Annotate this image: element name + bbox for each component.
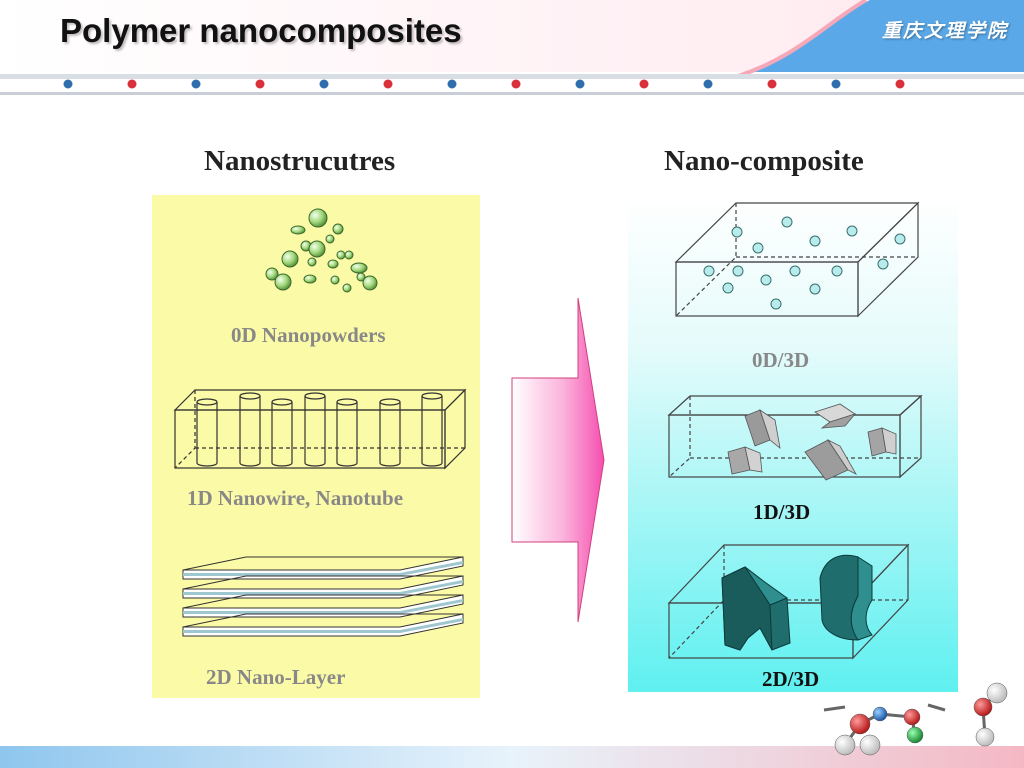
nano-layer: [182, 613, 464, 637]
label-0d-nanopowders: 0D Nanopowders: [231, 323, 386, 347]
slide-title: Polymer nanocomposites: [60, 12, 462, 49]
header-dot: [511, 79, 521, 89]
header-dot: [575, 79, 585, 89]
right-panel-background: [628, 195, 958, 692]
nanotube-cylinders: [196, 392, 443, 467]
label-1d-nanowire: 1D Nanowire, Nanotube: [187, 486, 404, 510]
nanotube-cylinder: [304, 392, 326, 467]
header-dot: [639, 79, 649, 89]
header-dot-row: [63, 79, 905, 89]
nanotube-cylinder: [379, 398, 401, 467]
header-dot: [127, 79, 137, 89]
nano-layer-stack: [182, 556, 464, 637]
process-arrow: [511, 297, 605, 623]
composite-1d-box: [667, 394, 923, 479]
nanotube-cylinder: [336, 398, 358, 467]
composite-0d-particles: [703, 216, 906, 310]
header-dot: [191, 79, 201, 89]
label-1d-3d: 1D/3D: [753, 500, 811, 524]
nanostructures-heading: Nanostrucutres: [204, 145, 396, 177]
header-dot: [447, 79, 457, 89]
header-dot: [831, 79, 841, 89]
nano-layer: [182, 556, 464, 580]
header-dot: [767, 79, 777, 89]
nanotube-cylinder: [421, 392, 443, 467]
school-name: 重庆文理学院: [881, 20, 1008, 42]
header-dot: [895, 79, 905, 89]
label-2d-nano-layer: 2D Nano-Layer: [206, 665, 346, 689]
nanotube-cylinder: [239, 392, 261, 467]
nano-layer: [182, 594, 464, 618]
nanotube-cylinder: [196, 398, 218, 467]
nanopowder-cluster: [265, 208, 378, 293]
header-dot: [319, 79, 329, 89]
composite-1d-fibers: [727, 403, 897, 481]
nano-layer: [182, 575, 464, 599]
nanocomposite-heading: Nano-composite: [664, 145, 864, 177]
nanotube-cylinder: [271, 398, 293, 467]
label-0d-3d: 0D/3D: [752, 348, 810, 372]
composite-0d-box: [674, 201, 920, 318]
header-dot: [383, 79, 393, 89]
label-2d-3d: 2D/3D: [762, 667, 820, 691]
header-dot: [255, 79, 265, 89]
composite-2d-sheets: [721, 554, 873, 651]
header-dot: [703, 79, 713, 89]
header-dot: [63, 79, 73, 89]
